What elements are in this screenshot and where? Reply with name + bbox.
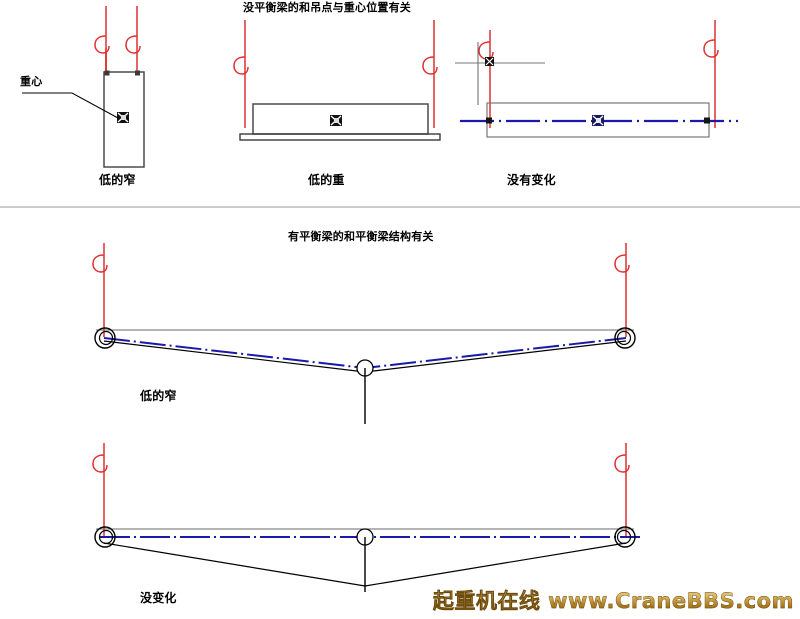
hook-icon xyxy=(422,56,438,75)
panel-straight-spreader-graphic xyxy=(92,443,640,592)
lifting-lug xyxy=(104,70,110,76)
caption-panel-straight-spreader: 没变化 xyxy=(140,591,177,605)
site-watermark: 起重机在线 www.CraneBBS.com xyxy=(433,585,794,615)
caption-panel-no-change: 没有变化 xyxy=(507,173,556,187)
hook-icon xyxy=(614,254,630,273)
lug-left-inner xyxy=(98,529,114,545)
lug-right-outer xyxy=(614,327,636,349)
panel-wide-load-graphic xyxy=(233,20,441,141)
cg-small-marker xyxy=(485,57,494,66)
hook-icon xyxy=(125,35,141,54)
hook-icon xyxy=(233,56,249,75)
caption-panel-vertical-load: 低的窄 xyxy=(99,173,136,187)
lug-right-inner xyxy=(616,529,632,545)
panel-v-spreader-graphic xyxy=(92,243,636,424)
cg-leader-line xyxy=(22,92,119,119)
lug-right-inner xyxy=(616,330,632,346)
load-base-plate xyxy=(239,133,441,141)
hook-icon xyxy=(614,454,630,473)
lug-left-outer xyxy=(94,327,116,349)
lug-right xyxy=(704,117,710,124)
caption-panel-v-spreader: 低的窄 xyxy=(140,389,177,403)
lug-left-outer xyxy=(94,526,116,548)
hook-icon xyxy=(92,454,108,473)
bottom-section-title: 有平衡梁的和平衡梁结构有关 xyxy=(288,230,434,243)
watermark-latin: www.CraneBBS.com xyxy=(540,589,794,613)
lug-left xyxy=(486,117,492,124)
panel-no-change-graphic xyxy=(455,20,738,138)
panel-vertical-load-graphic xyxy=(22,6,145,168)
lug-left-inner xyxy=(98,330,114,346)
load-box xyxy=(103,71,145,168)
hook-icon xyxy=(703,39,719,58)
hook-icon xyxy=(92,254,108,273)
caption-panel-wide-load: 低的重 xyxy=(308,173,345,187)
center-of-gravity-marker xyxy=(330,115,342,126)
top-section-title: 没平衡梁的和吊点与重心位置有关 xyxy=(243,1,411,14)
cg-annotation-label: 重心 xyxy=(20,75,43,88)
lug-right-outer xyxy=(614,526,636,548)
watermark-chinese: 起重机在线 xyxy=(432,589,541,613)
center-of-gravity-marker xyxy=(117,112,129,123)
lifting-lug xyxy=(135,70,140,76)
hook-icon xyxy=(94,35,110,54)
hook-icon xyxy=(478,41,494,60)
center-of-gravity-marker xyxy=(592,115,604,126)
